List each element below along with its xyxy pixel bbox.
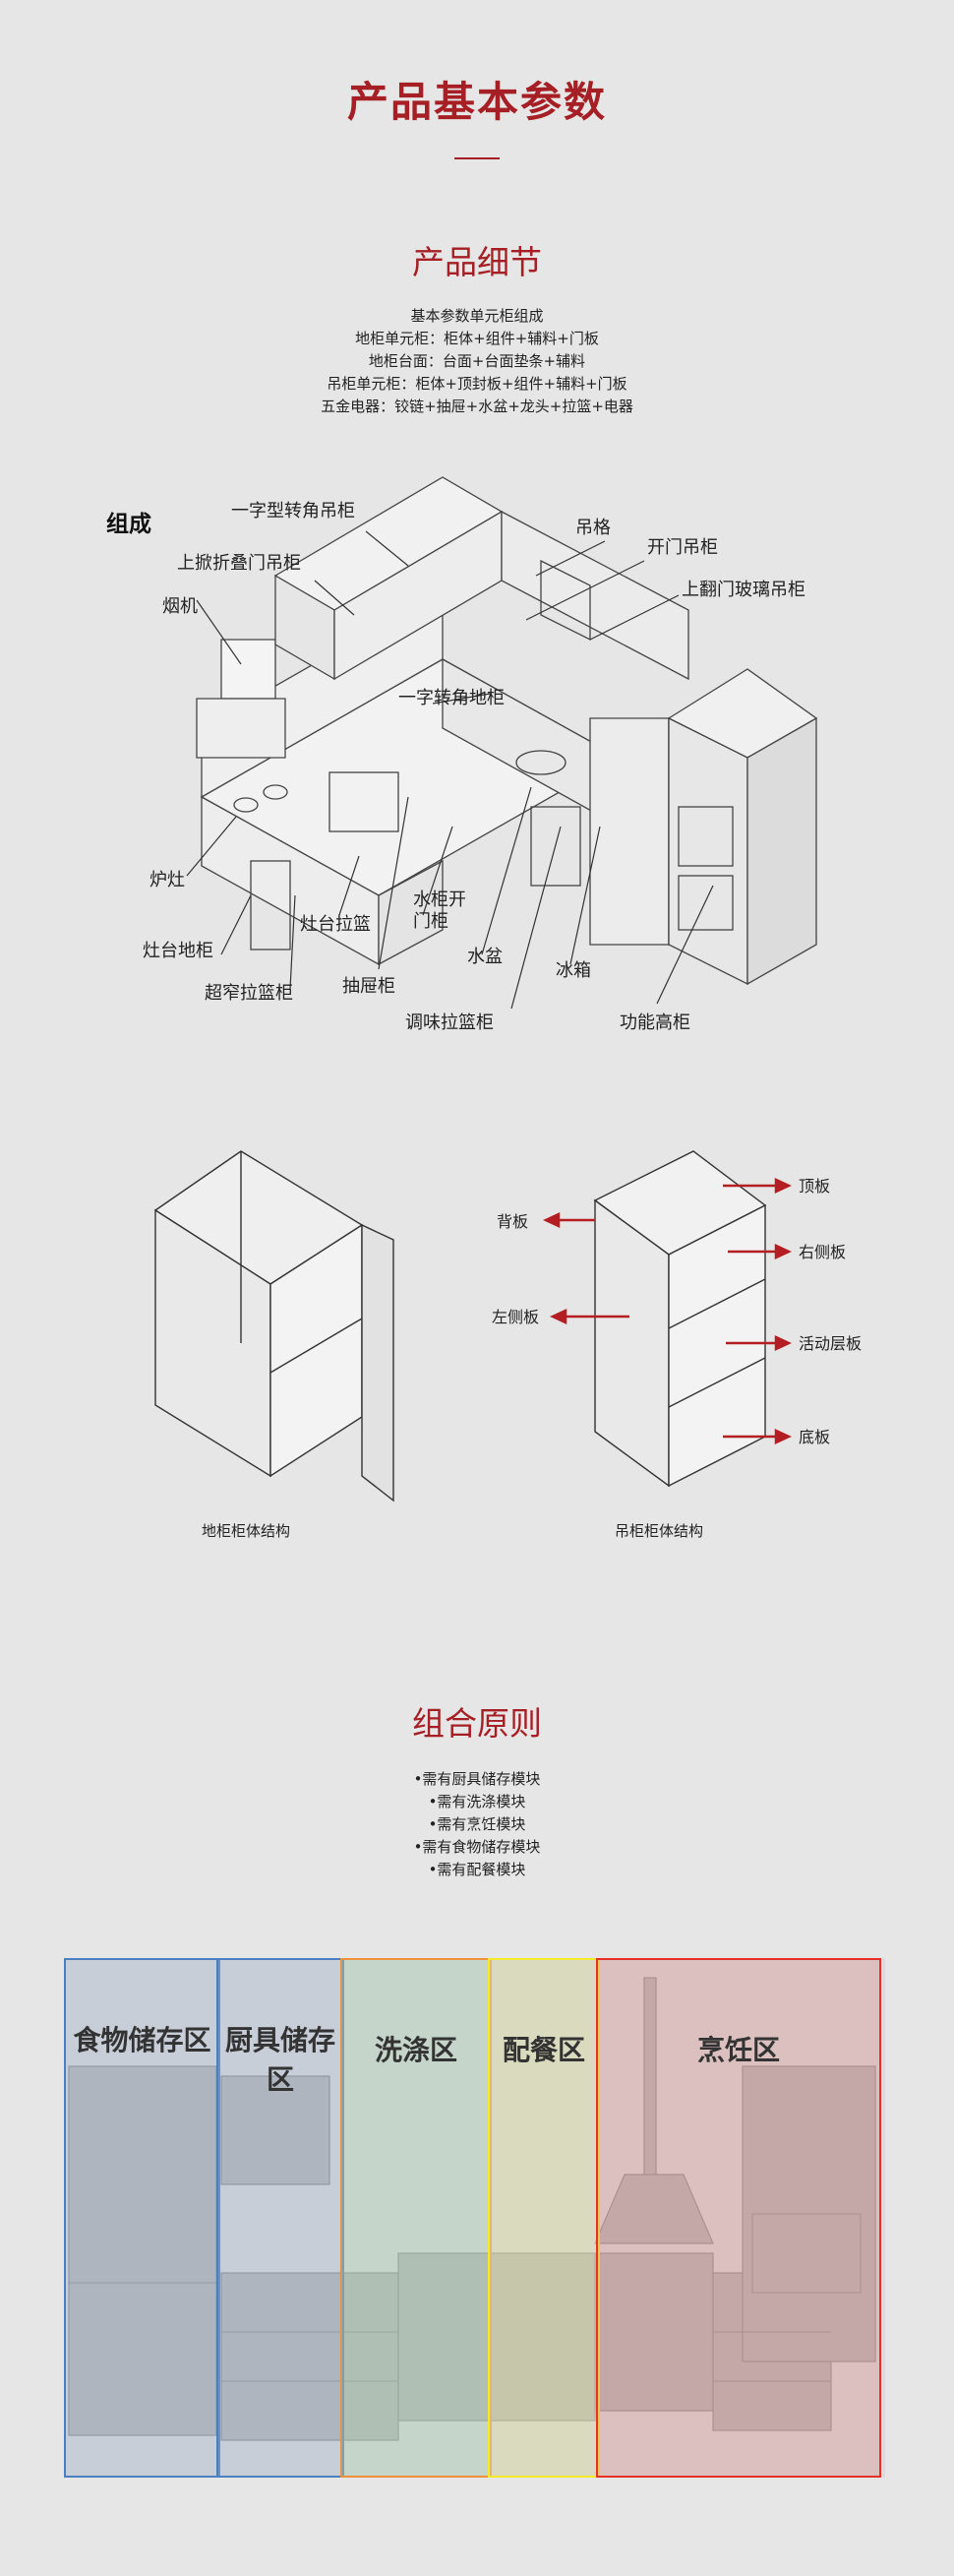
principle-line: •需有厨具储存模块 <box>413 1770 541 1788</box>
zone-food-storage: 食物储存区 <box>64 1958 220 2478</box>
label-stove-basket: 灶台拉篮 <box>300 914 371 935</box>
label-narrow-basket: 超窄拉篮柜 <box>205 983 293 1004</box>
page-title: 产品基本参数 <box>346 78 607 126</box>
kitchen-layout-diagram: 组成 一字型转角吊柜 吊格 上掀折叠门吊柜 开门吊柜 烟机 上翻门玻璃吊柜 一字… <box>106 476 818 1033</box>
zone-utensil-storage: 厨具储存区 <box>216 1958 344 2478</box>
principle-title: 组合原则 <box>412 1704 542 1743</box>
label-back-panel: 背板 <box>497 1212 528 1231</box>
label-right-panel: 右侧板 <box>799 1243 846 1261</box>
zone-prep: 配餐区 <box>488 1958 600 2478</box>
zone-label: 配餐区 <box>502 2034 585 2066</box>
label-top-panel: 顶板 <box>799 1177 830 1196</box>
label-corner-wall: 一字型转角吊柜 <box>231 501 355 521</box>
detail-line: 地柜台面：台面+台面垫条+辅料 <box>368 352 586 370</box>
label-open-wall: 开门吊柜 <box>647 537 718 558</box>
wall-cabinet-drawing <box>593 1150 767 1488</box>
zone-label: 食物储存区 <box>73 2024 211 2056</box>
base-cabinet-drawing <box>153 1150 394 1503</box>
base-cabinet-caption: 地柜柜体结构 <box>202 1522 291 1540</box>
label-seasoning: 调味拉篮柜 <box>405 1012 494 1033</box>
detail-line: 基本参数单元柜组成 <box>410 307 544 325</box>
principle-line: •需有配餐模块 <box>428 1861 526 1878</box>
label-tall: 功能高柜 <box>620 1012 690 1033</box>
label-lift-fold: 上掀折叠门吊柜 <box>177 553 301 574</box>
zone-washing: 洗涤区 <box>340 1958 492 2478</box>
detail-line: 吊柜单元柜：柜体+顶封板+组件+辅料+门板 <box>327 375 627 393</box>
principle-line: •需有食物储存模块 <box>413 1838 541 1856</box>
label-rack: 吊格 <box>575 518 611 538</box>
principle-line: •需有烹饪模块 <box>428 1815 526 1833</box>
diagram-heading: 组成 <box>106 511 151 536</box>
label-flip-glass: 上翻门玻璃吊柜 <box>682 580 805 600</box>
kitchen-zones-image: 食物储存区 厨具储存区 洗涤区 配餐区 烹饪区 <box>64 1958 885 2478</box>
label-stove: 炉灶 <box>149 870 185 890</box>
zone-label: 烹饪区 <box>696 2034 780 2066</box>
detail-title: 产品细节 <box>412 243 542 281</box>
label-sink: 水盆 <box>467 947 503 967</box>
wall-cabinet-caption: 吊柜柜体结构 <box>615 1522 704 1540</box>
detail-lines: 基本参数单元柜组成 地柜单元柜：柜体+组件+辅料+门板 地柜台面：台面+台面垫条… <box>0 305 954 418</box>
label-drawer: 抽屉柜 <box>342 976 395 997</box>
principle-line: •需有洗涤模块 <box>428 1793 526 1810</box>
label-sink-door: 门柜 <box>413 911 448 932</box>
label-corner-base: 一字转角地柜 <box>398 688 505 708</box>
label-bottom-panel: 底板 <box>799 1428 830 1446</box>
label-left-panel: 左侧板 <box>492 1308 539 1326</box>
label-hood: 烟机 <box>162 596 198 617</box>
detail-line: 五金电器：铰链+抽屉+水盆+龙头+拉篮+电器 <box>321 398 633 415</box>
title-divider <box>454 157 500 159</box>
cabinet-structure-diagrams: 背板 顶板 右侧板 左侧板 活动层板 底板 <box>153 1150 862 1503</box>
principle-lines: •需有厨具储存模块 •需有洗涤模块 •需有烹饪模块 •需有食物储存模块 •需有配… <box>0 1768 954 1881</box>
zone-cooking: 烹饪区 <box>596 1958 881 2478</box>
label-stove-base: 灶台地柜 <box>143 941 213 961</box>
label-sink-door: 水柜开 <box>413 889 466 910</box>
zone-label: 厨具储存区 <box>224 2024 335 2096</box>
detail-line: 地柜单元柜：柜体+组件+辅料+门板 <box>355 330 599 347</box>
label-shelf: 活动层板 <box>799 1334 862 1353</box>
label-fridge: 冰箱 <box>556 960 591 981</box>
zone-label: 洗涤区 <box>374 2034 457 2066</box>
structure-arrows <box>543 1178 792 1444</box>
